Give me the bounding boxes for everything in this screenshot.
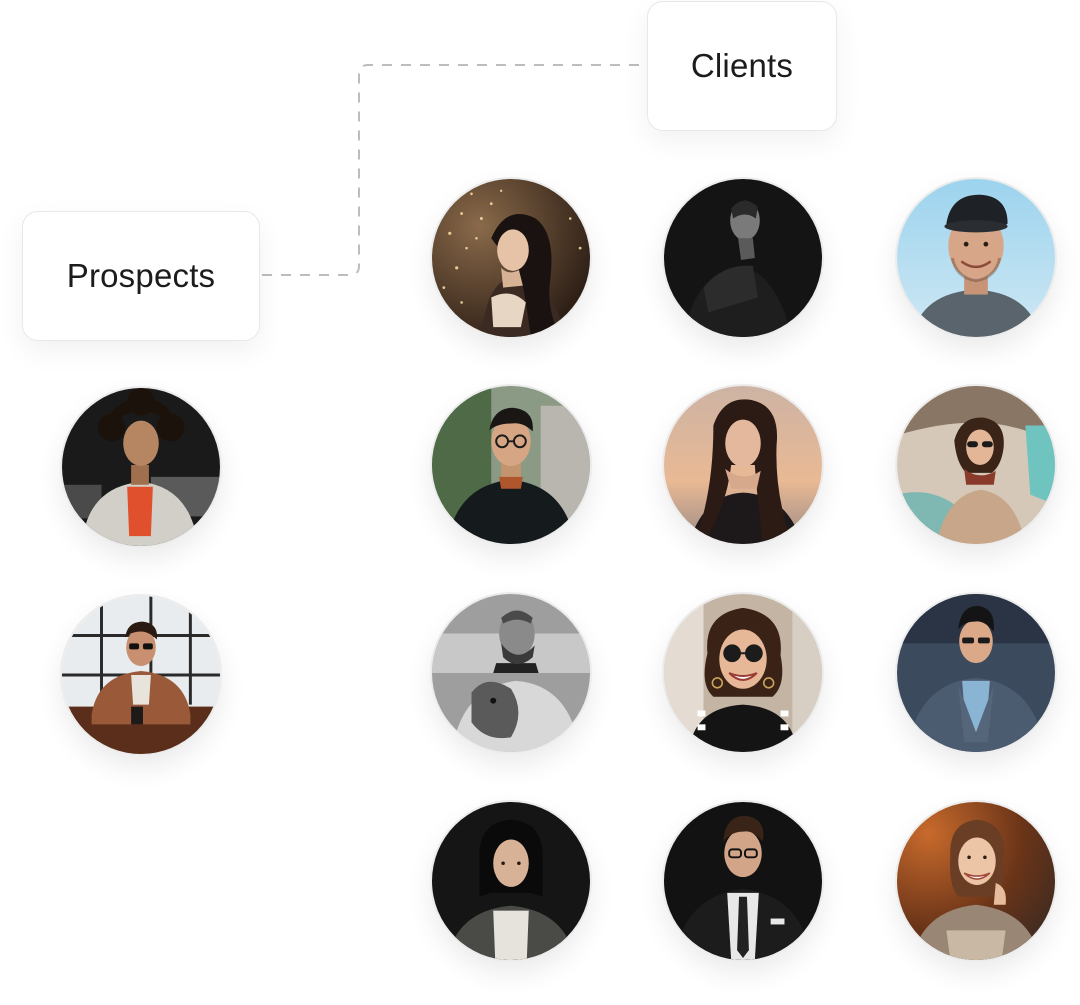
client-avatar-woman-round-sunglasses-smiling xyxy=(662,592,824,754)
clients-label-text: Clients xyxy=(690,47,794,84)
prospects-label: Prospects xyxy=(22,211,260,341)
prospect-avatar-woman-curly-hair-bench xyxy=(60,386,222,548)
client-avatar-man-beard-holding-dog xyxy=(430,592,592,754)
prospects-label-text: Prospects xyxy=(66,257,216,294)
client-avatar-woman-smiling-autumn xyxy=(895,800,1057,962)
client-avatar-woman-string-lights xyxy=(430,177,592,339)
client-avatar-woman-long-hair-sunset xyxy=(662,384,824,546)
clients-label: Clients xyxy=(647,1,837,131)
prospect-avatar-man-sunglasses-window xyxy=(60,594,222,756)
client-avatar-man-glasses-suit-tie xyxy=(662,800,824,962)
client-avatar-man-cap-smiling xyxy=(895,177,1057,339)
client-avatar-woman-sunglasses-car xyxy=(895,384,1057,546)
client-avatar-woman-black-hair-coat xyxy=(430,800,592,962)
client-avatar-man-glasses-jacket xyxy=(430,384,592,546)
client-avatar-man-profile-dark xyxy=(662,177,824,339)
client-avatar-man-suit-sunglasses xyxy=(895,592,1057,754)
